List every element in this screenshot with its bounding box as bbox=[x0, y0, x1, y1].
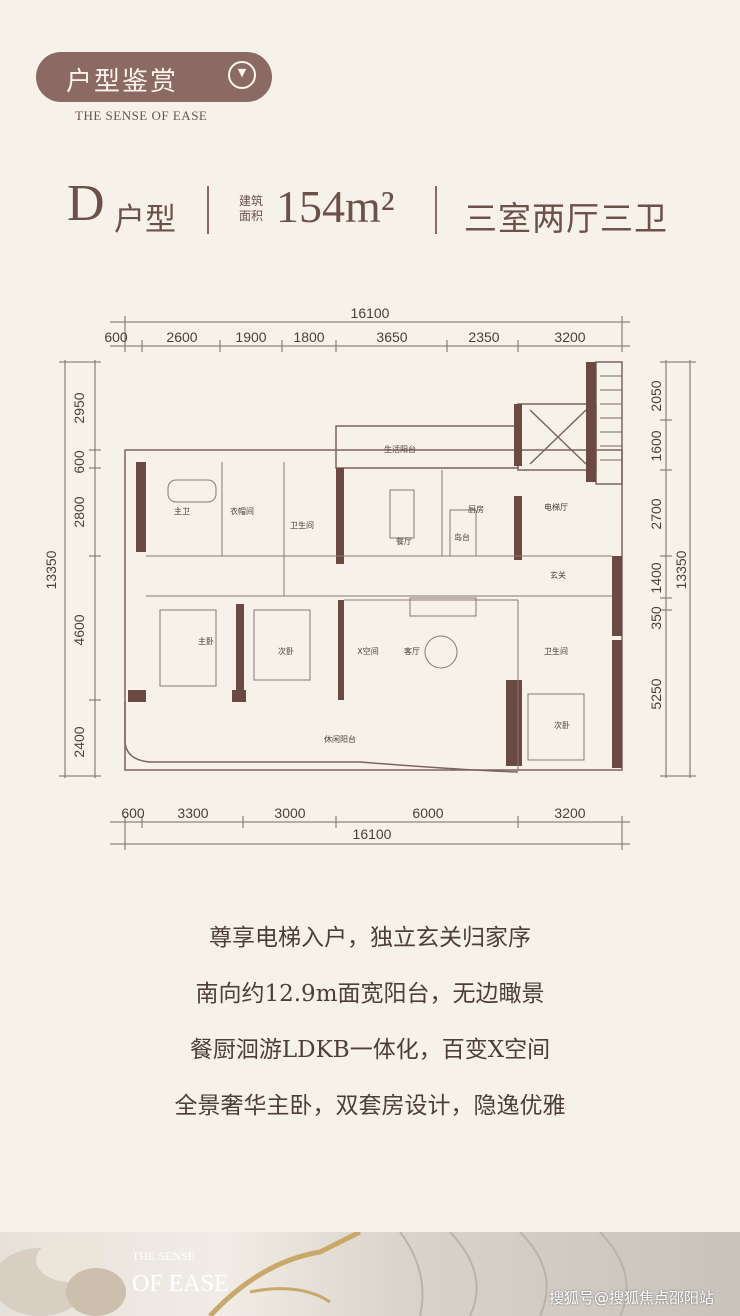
room-label: X空间 bbox=[357, 646, 378, 656]
dimension-label: 3200 bbox=[554, 805, 585, 821]
room-label: 餐厅 bbox=[396, 537, 412, 546]
unit-type-letter: D bbox=[67, 175, 105, 232]
wall bbox=[338, 600, 344, 700]
dimension-label: 2800 bbox=[71, 496, 87, 527]
dining-table bbox=[389, 489, 415, 539]
divider bbox=[435, 186, 437, 234]
wall bbox=[612, 640, 622, 768]
dimension-label: 600 bbox=[121, 805, 145, 821]
feature-item: 全景奢华主卧，双套房设计，隐逸优雅 bbox=[174, 1093, 566, 1119]
wall bbox=[514, 404, 522, 466]
dimension-label: 13350 bbox=[43, 550, 59, 589]
dimension-label: 350 bbox=[648, 606, 664, 630]
wall bbox=[236, 604, 244, 700]
wall bbox=[506, 680, 522, 766]
dimension-label: 4600 bbox=[71, 614, 87, 645]
room-label: 玄关 bbox=[550, 570, 566, 580]
dimension-label: 3650 bbox=[376, 329, 407, 345]
bed bbox=[159, 609, 217, 687]
room-label: 卫生间 bbox=[544, 646, 568, 656]
kitchen-island bbox=[449, 509, 477, 557]
dimension-label: 1900 bbox=[235, 329, 266, 345]
feature-item: 尊享电梯入户，独立玄关归家序 bbox=[209, 925, 531, 951]
dimension-label: 2400 bbox=[71, 726, 87, 757]
room-label: 卫生间 bbox=[290, 520, 314, 530]
room-label: 次卧 bbox=[554, 720, 570, 730]
room-label: 客厅 bbox=[404, 646, 420, 656]
coffee-table bbox=[424, 635, 458, 669]
utility-balcony bbox=[335, 425, 519, 469]
wall bbox=[336, 468, 344, 564]
area-label: 建筑 面积 bbox=[234, 194, 268, 224]
dimension-label: 1800 bbox=[293, 329, 324, 345]
room-label: 衣帽间 bbox=[230, 506, 254, 516]
room-label: 生活阳台 bbox=[384, 444, 416, 454]
dimension-label: 600 bbox=[71, 450, 87, 474]
dimension-label: 3000 bbox=[274, 805, 305, 821]
dimension-label: 1600 bbox=[648, 430, 664, 461]
section-title: 户型鉴赏 bbox=[66, 67, 179, 97]
unit-header: D 户型 建筑 面积 154m² 三室两厅三卫 bbox=[0, 172, 740, 242]
dimension-label: 2050 bbox=[648, 380, 664, 411]
brand-line1: THE SENSE bbox=[132, 1249, 195, 1263]
dimension-label: 1400 bbox=[648, 562, 664, 593]
area-label-line2: 面积 bbox=[238, 209, 263, 223]
bathtub bbox=[167, 479, 217, 503]
dimension-label: 16100 bbox=[351, 305, 390, 321]
divider bbox=[207, 186, 209, 234]
feature-item: 餐厨洄游LDKB一体化，百变X空间 bbox=[189, 1037, 551, 1063]
wall bbox=[128, 690, 146, 702]
wall bbox=[612, 556, 622, 636]
dimension-label: 16100 bbox=[353, 826, 392, 842]
unit-layout: 三室两厅三卫 bbox=[464, 199, 668, 238]
wall bbox=[232, 690, 246, 702]
dimension-label: 5250 bbox=[648, 678, 664, 709]
section-badge: 户型鉴赏 ▼ bbox=[36, 52, 272, 102]
watermark: 搜狐号@搜狐焦点邵阳站 bbox=[548, 1289, 714, 1307]
flower-decoration bbox=[0, 1232, 628, 1316]
dimension-label: 6000 bbox=[412, 805, 443, 821]
wall bbox=[514, 496, 522, 560]
dimension-label: 3200 bbox=[554, 329, 585, 345]
dimension-label: 2600 bbox=[166, 329, 197, 345]
chevron-down-icon[interactable]: ▼ bbox=[228, 61, 256, 89]
room-label: 电梯厅 bbox=[544, 502, 568, 512]
dimension-label: 2950 bbox=[71, 392, 87, 423]
stair bbox=[595, 361, 623, 485]
area-value: 154m² bbox=[276, 181, 395, 232]
floor-plan: 16100 600 2600 1900 1800 3650 2350 3200 … bbox=[43, 305, 696, 850]
bed bbox=[253, 609, 311, 681]
wall bbox=[586, 362, 596, 482]
section-subtitle: THE SENSE OF EASE bbox=[75, 108, 208, 123]
sofa bbox=[409, 597, 477, 617]
bed bbox=[527, 693, 585, 761]
room-label: 主卫 bbox=[174, 506, 190, 516]
dimension-label: 2350 bbox=[468, 329, 499, 345]
brand-line2: OF EASE bbox=[132, 1271, 229, 1297]
area-label-line1: 建筑 bbox=[238, 194, 263, 208]
wall bbox=[136, 462, 146, 552]
room-label: 主卧 bbox=[198, 636, 214, 646]
feature-item: 南向约12.9m面宽阳台，无边瞰景 bbox=[195, 981, 545, 1007]
unit-type-suffix: 户型 bbox=[114, 202, 176, 238]
dimension-label: 3300 bbox=[177, 805, 208, 821]
room-label: 厨房 bbox=[468, 504, 484, 514]
brand-mark: THE SENSE OF EASE bbox=[132, 1242, 229, 1298]
dimension-label: 2700 bbox=[648, 498, 664, 529]
dimension-label: 13350 bbox=[673, 550, 689, 589]
dimension-label: 600 bbox=[104, 329, 128, 345]
footer-banner: THE SENSE OF EASE 搜狐号@搜狐焦点邵阳站 bbox=[0, 1232, 740, 1316]
room-label: 岛台 bbox=[454, 532, 470, 542]
room-label: 次卧 bbox=[278, 646, 294, 656]
room-label: 休闲阳台 bbox=[324, 734, 356, 744]
balcony-outline bbox=[124, 702, 519, 773]
